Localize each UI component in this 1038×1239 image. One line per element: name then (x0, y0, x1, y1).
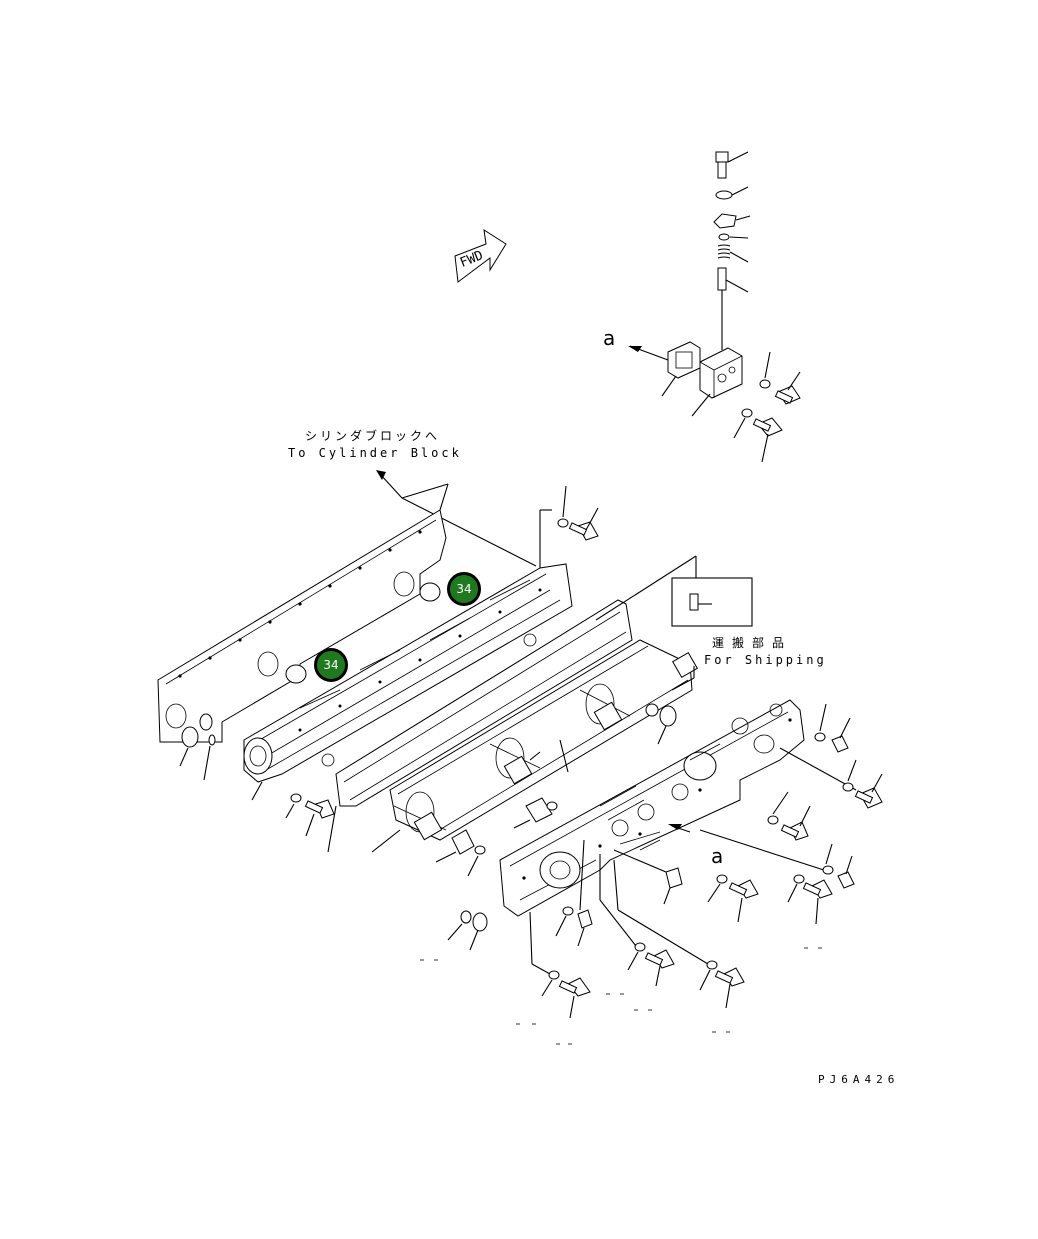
callout-number: 34 (323, 658, 339, 672)
cooler-elements (371, 639, 698, 877)
valve-assembly (628, 151, 801, 463)
callout-badge-34-lower[interactable]: 34 (314, 648, 348, 682)
for-shipping-jp: 運搬部品 (712, 636, 793, 650)
view-ref-a-bottom: a (711, 844, 724, 868)
to-cylinder-block-jp: シリンダブロックへ (305, 429, 441, 443)
view-ref-a-top: a (603, 326, 616, 350)
to-cylinder-block-en: To Cylinder Block (288, 446, 462, 460)
mounting-bolts (447, 703, 883, 1019)
drawing-code: PJ6A426 (818, 1073, 900, 1086)
cooler-gasket (327, 555, 697, 853)
side-cover-gasket (157, 483, 449, 781)
for-shipping-box (671, 577, 753, 627)
oil-cooler-cover (499, 699, 805, 917)
callout-badge-34-upper[interactable]: 34 (447, 572, 481, 606)
for-shipping-en: For Shipping (704, 653, 827, 667)
fwd-arrow-icon (454, 228, 507, 283)
callout-number: 34 (456, 582, 472, 596)
oil-cooler-case (243, 509, 573, 801)
